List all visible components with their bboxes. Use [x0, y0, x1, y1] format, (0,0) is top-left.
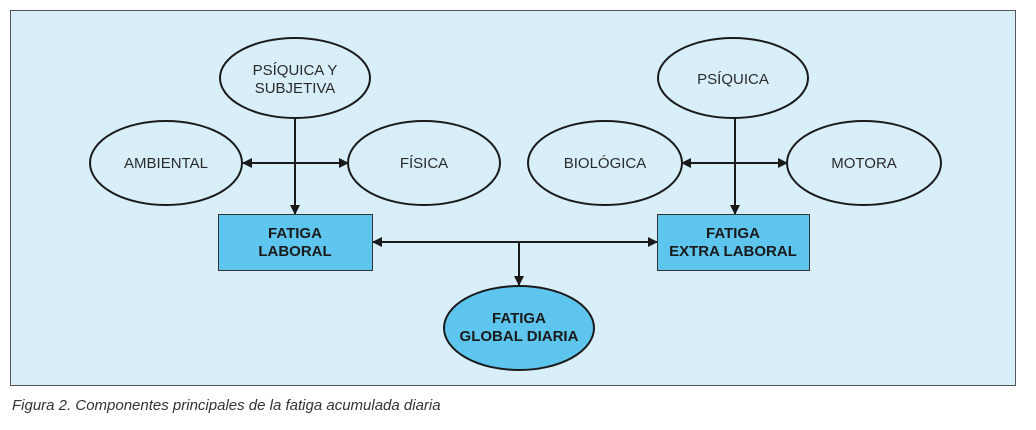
node-biologica: BIOLÓGICA [527, 120, 683, 206]
node-psiquica-subjetiva: PSÍQUICA Y SUBJETIVA [219, 37, 371, 119]
node-fatiga-laboral: FATIGA LABORAL [218, 214, 373, 271]
node-fisica: FÍSICA [347, 120, 501, 206]
node-label: EXTRA LABORAL [669, 243, 797, 260]
node-label: FATIGA [492, 310, 546, 327]
node-psiquica: PSÍQUICA [657, 37, 809, 119]
node-label: AMBIENTAL [124, 155, 208, 172]
node-label: FATIGA [268, 225, 322, 242]
node-label: PSÍQUICA [697, 71, 769, 88]
node-label: MOTORA [831, 155, 897, 172]
node-label: PSÍQUICA Y [253, 62, 338, 79]
node-fatiga-global: FATIGA GLOBAL DIARIA [443, 285, 595, 371]
node-label: SUBJETIVA [255, 80, 336, 97]
node-label: FATIGA [706, 225, 760, 242]
node-label: FÍSICA [400, 155, 448, 172]
node-motora: MOTORA [786, 120, 942, 206]
node-ambiental: AMBIENTAL [89, 120, 243, 206]
node-label: GLOBAL DIARIA [460, 328, 579, 345]
node-label: BIOLÓGICA [564, 155, 647, 172]
node-fatiga-extra-laboral: FATIGA EXTRA LABORAL [657, 214, 810, 271]
figure-caption: Figura 2. Componentes principales de la … [12, 397, 441, 414]
node-label: LABORAL [258, 243, 331, 260]
